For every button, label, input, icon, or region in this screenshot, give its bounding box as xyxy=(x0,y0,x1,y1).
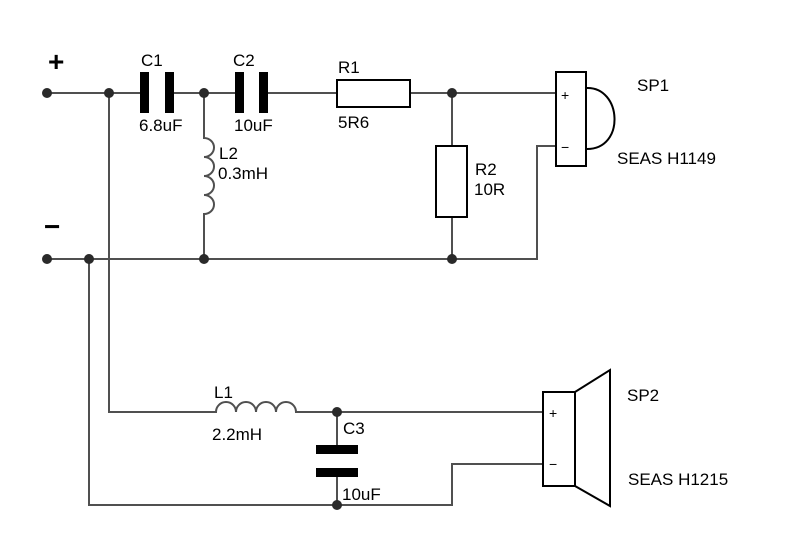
inductor-l2 xyxy=(202,136,215,216)
r2-name: R2 xyxy=(475,160,497,179)
sp2-plus-label: + xyxy=(549,405,557,421)
l2-value: 0.3mH xyxy=(218,164,268,183)
wire-bottom-rail xyxy=(46,145,557,260)
terminal-positive-node xyxy=(42,88,52,98)
sp2-model: SEAS H1215 xyxy=(628,470,728,489)
wire-woofer-feed xyxy=(108,92,217,413)
terminal-positive-label: + xyxy=(48,46,64,77)
sp1-minus-label: − xyxy=(561,139,569,155)
sp1-model: SEAS H1149 xyxy=(617,149,716,168)
c1-name: C1 xyxy=(141,51,163,70)
l2-name: L2 xyxy=(219,144,238,163)
sp2-name: SP2 xyxy=(627,386,659,405)
wires xyxy=(46,92,557,506)
capacitor-c2 xyxy=(235,72,268,113)
c2-value: 10uF xyxy=(234,116,273,135)
terminal-negative-node xyxy=(42,254,52,264)
capacitor-c1 xyxy=(140,72,174,113)
inductor-l1 xyxy=(214,401,298,414)
sp2-minus-label: − xyxy=(549,456,557,472)
c2-name: C2 xyxy=(233,51,255,70)
l1-name: L1 xyxy=(214,383,233,402)
sp1-name: SP1 xyxy=(637,76,669,95)
terminal-negative-label: − xyxy=(44,211,60,242)
c1-value: 6.8uF xyxy=(139,116,182,135)
resistor-r2 xyxy=(435,145,468,218)
junction-dots xyxy=(42,88,457,510)
capacitor-c3 xyxy=(316,445,358,477)
r1-value: 5R6 xyxy=(338,113,369,132)
speaker-sp2-symbol xyxy=(542,368,611,508)
resistor-r1 xyxy=(336,79,411,108)
c3-name: C3 xyxy=(343,419,365,438)
c3-value: 10uF xyxy=(342,485,381,504)
l1-value: 2.2mH xyxy=(212,425,262,444)
speaker-sp1-symbol xyxy=(555,71,616,167)
r2-value: 10R xyxy=(474,180,505,199)
sp1-plus-label: + xyxy=(561,87,569,103)
r1-name: R1 xyxy=(338,58,360,77)
wire-woofer-return xyxy=(88,258,544,506)
